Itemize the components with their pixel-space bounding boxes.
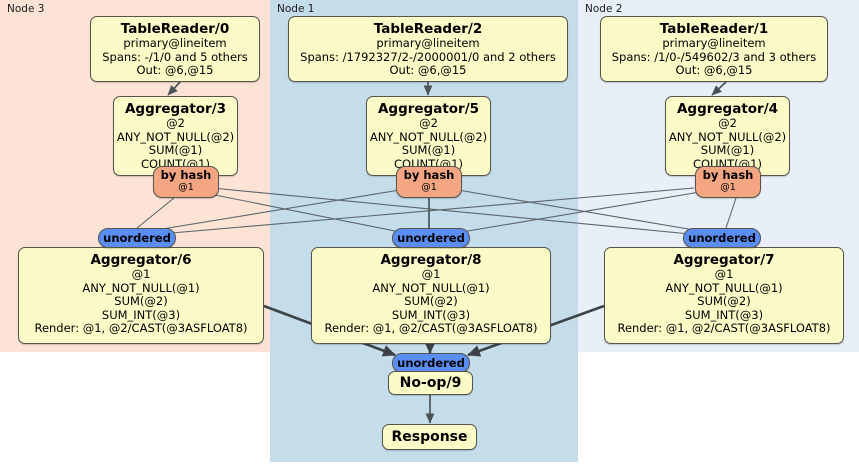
processor-detail-0: primary@lineitem [662,36,766,50]
processor-detail-4: Render: @1, @2/CAST(@3ASFLOAT8) [617,321,831,335]
badge-sublabel: @1 [720,182,736,193]
processor-detail-1: ANY_NOT_NULL(@1) [372,280,490,295]
box-title: No-op/9 [399,375,462,391]
processor-title: Aggregator/5 [377,101,480,117]
badge-by-hash-right[interactable]: by hash@1 [695,166,761,198]
badge-label: unordered [688,230,756,245]
badge-unordered-left[interactable]: unordered [98,228,176,248]
processor-detail-1: ANY_NOT_NULL(@1) [82,280,200,295]
processor-title: Aggregator/3 [124,101,227,117]
processor-title: Aggregator/8 [380,252,482,268]
badge-sublabel: @1 [421,182,437,193]
processor-detail-2: SUM(@1) [700,143,755,157]
processor-detail-4: Render: @1, @2/CAST(@3ASFLOAT8) [324,321,538,335]
processor-detail-1: ANY_NOT_NULL(@2) [369,129,488,144]
badge-label: unordered [397,355,465,370]
panel-label-node-3: Node 3 [7,3,45,15]
processor-title: Aggregator/4 [676,101,779,117]
processor-detail-2: SUM(@1) [401,143,456,157]
processor-title: TableReader/1 [659,21,769,37]
processor-title: Aggregator/7 [673,252,775,268]
badge-label: by hash [160,168,212,182]
processor-detail-0: @1 [714,267,734,281]
processor-detail-0: @1 [421,267,441,281]
processor-detail-0: primary@lineitem [123,36,227,50]
processor-detail-2: SUM(@2) [404,294,458,308]
processor-detail-0: @1 [131,267,151,281]
processor-detail-0: @2 [166,116,185,130]
box-title: Response [391,429,468,445]
badge-label: unordered [103,230,171,245]
badge-by-hash-middle[interactable]: by hash@1 [396,166,462,198]
badge-label: unordered [397,230,465,245]
processor-detail-3: SUM_INT(@3) [391,307,471,322]
processor-detail-3: SUM_INT(@3) [684,307,764,322]
processor-detail-1: ANY_NOT_NULL(@2) [116,129,235,144]
badge-unordered-right[interactable]: unordered [683,228,761,248]
badge-unordered-final[interactable]: unordered [392,353,470,373]
badge-by-hash-left[interactable]: by hash@1 [153,166,219,198]
processor-detail-2: Out: @6,@15 [136,63,214,77]
panel-label-node-2: Node 2 [585,3,623,15]
processor-detail-1: ANY_NOT_NULL(@2) [668,129,787,144]
processor-detail-2: SUM(@1) [148,143,203,157]
box-no-op-9[interactable]: No-op/9 [388,371,473,395]
processor-detail-1: Spans: /1792327/2-/2000001/0 and 2 other… [300,49,556,64]
processor-title: TableReader/0 [120,21,230,37]
processor-detail-2: Out: @6,@15 [675,63,753,77]
badge-sublabel: @1 [178,182,194,193]
processor-detail-1: Spans: -/1/0 and 5 others [102,49,248,64]
processor-detail-2: SUM(@2) [114,294,168,308]
badge-unordered-middle[interactable]: unordered [392,228,470,248]
processor-detail-0: @2 [419,116,438,130]
processor-detail-1: ANY_NOT_NULL(@1) [665,280,783,295]
processor-detail-3: SUM_INT(@3) [101,307,181,322]
processor-detail-0: @2 [718,116,737,130]
processor-detail-0: primary@lineitem [376,36,480,50]
box-response[interactable]: Response [382,424,477,450]
panel-label-node-1: Node 1 [277,3,315,15]
processor-title: Aggregator/6 [90,252,192,268]
processor-title: TableReader/2 [373,21,483,37]
processor-detail-2: SUM(@2) [697,294,751,308]
processor-detail-2: Out: @6,@15 [389,63,467,77]
badge-label: by hash [403,168,455,182]
processor-detail-1: Spans: /1/0-/549602/3 and 3 others [611,49,817,64]
processor-detail-4: Render: @1, @2/CAST(@3ASFLOAT8) [34,321,248,335]
badge-label: by hash [702,168,754,182]
